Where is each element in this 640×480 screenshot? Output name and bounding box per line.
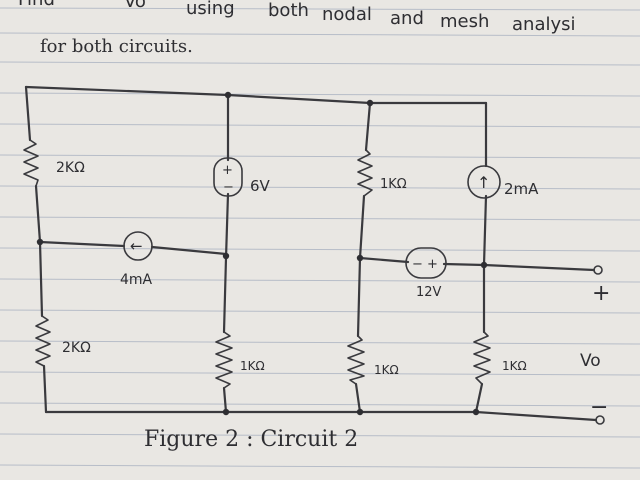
word-find: Find	[18, 0, 55, 10]
voltage-source-12v-label: 12V	[416, 285, 442, 300]
instruction-line-1: Find Vo using both nodal and mesh analys…	[18, 0, 576, 35]
12v-polarity: − +	[412, 257, 438, 272]
output-terminal-top	[593, 265, 603, 275]
resistor-bottom-right-label: 1KΩ	[502, 359, 527, 373]
word-both: both	[268, 0, 309, 21]
word-and: and	[390, 8, 424, 29]
resistor-top-left	[23, 139, 39, 187]
paper-rules	[0, 7, 640, 469]
output-voltage-label: Vo	[580, 351, 601, 371]
voltage-source-12v: − +	[405, 247, 447, 279]
resistor-bottom-left	[35, 315, 51, 367]
word-using: using	[186, 0, 235, 19]
resistor-bottom-mid-right	[347, 335, 365, 385]
4ma-arrow-icon: ←	[130, 237, 143, 255]
2ma-arrow-icon: ↑	[477, 173, 490, 192]
resistor-top-left-label: 2KΩ	[56, 160, 85, 176]
6v-minus-sign: −	[223, 180, 234, 195]
resistor-top-mid-right	[357, 149, 373, 197]
word-vo: Vo	[124, 0, 146, 12]
word-analysi: analysi	[512, 14, 576, 35]
figure-caption: Figure 2 : Circuit 2	[144, 427, 358, 452]
current-source-2ma: ↑	[467, 165, 501, 199]
word-nodal: nodal	[322, 4, 372, 25]
junction-dots	[36, 91, 488, 416]
current-source-2ma-label: 2mA	[504, 180, 539, 198]
output-terminal-bottom	[595, 415, 605, 425]
6v-plus-sign: +	[222, 163, 233, 178]
resistor-bottom-mid-right-label: 1KΩ	[374, 363, 399, 377]
resistor-bottom-left-label: 2KΩ	[62, 340, 91, 356]
resistor-bottom-mid-left	[215, 331, 233, 389]
resistor-bottom-right	[473, 331, 491, 385]
resistor-top-mid-right-label: 1KΩ	[380, 177, 407, 192]
output-minus-sign: −	[590, 395, 608, 420]
current-source-4ma: ←	[123, 231, 153, 261]
resistor-bottom-mid-left-label: 1KΩ	[240, 359, 265, 373]
voltage-source-6v: + −	[213, 157, 243, 197]
word-mesh: mesh	[440, 11, 489, 32]
output-plus-sign: +	[592, 281, 610, 306]
current-source-4ma-label: 4mA	[120, 272, 153, 288]
voltage-source-6v-label: 6V	[250, 177, 271, 195]
instruction-line-2: for both circuits.	[40, 36, 193, 57]
